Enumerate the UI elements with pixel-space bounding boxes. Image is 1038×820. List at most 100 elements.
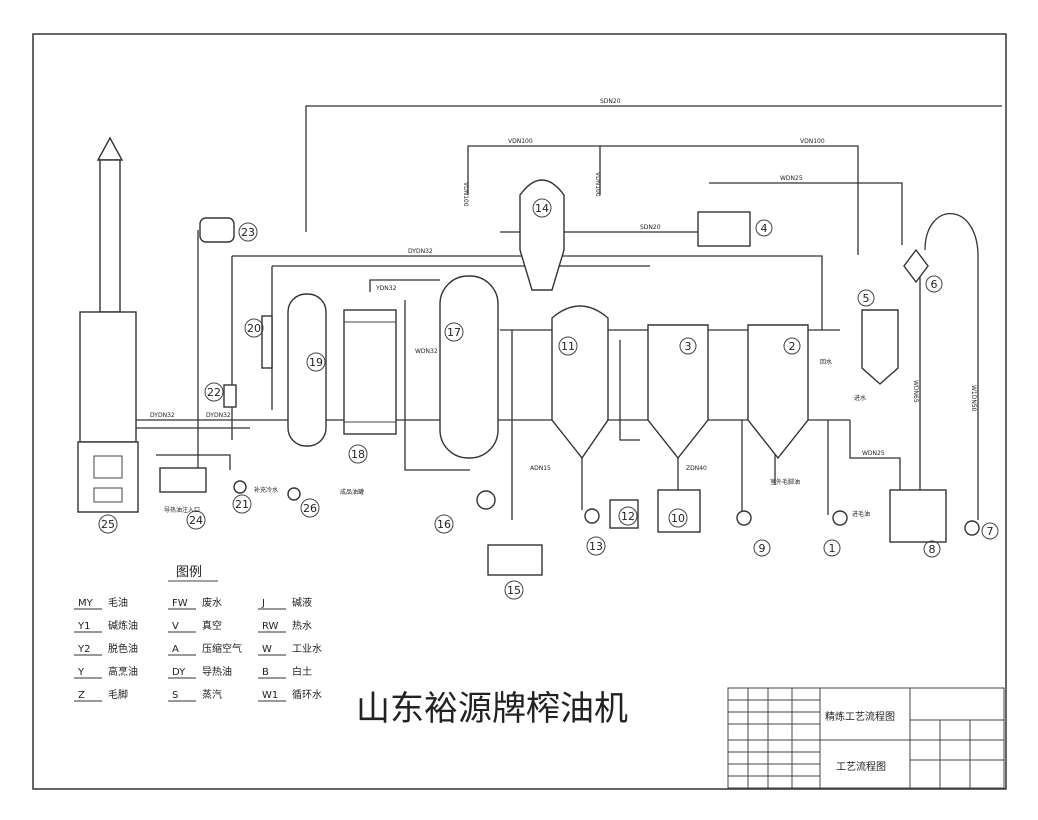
note-oil-fill: 导热油注入口 <box>164 506 200 514</box>
svg-text:22: 22 <box>207 386 221 399</box>
svg-text:15: 15 <box>507 584 521 597</box>
note-return-water: 回水 <box>820 358 832 366</box>
pipe-label-sdn20: SDN20 <box>600 98 621 105</box>
legend-code: A <box>172 644 179 655</box>
tag-22: 22 <box>204 382 224 402</box>
svg-text:14: 14 <box>535 202 549 215</box>
pipe-label-w1dn50: W1DN50 <box>970 385 977 412</box>
tank-15 <box>487 544 543 576</box>
tank-10 <box>657 489 701 533</box>
title-block: 精炼工艺流程图 工艺流程图 <box>727 687 1005 789</box>
legend-code: FW <box>172 598 188 609</box>
legend-name: 真空 <box>202 619 222 632</box>
svg-text:24: 24 <box>189 514 203 527</box>
tag-23: 23 <box>238 222 258 242</box>
legend-code: MY <box>78 598 94 609</box>
expansion-tank <box>199 217 235 243</box>
pump-7 <box>964 520 980 536</box>
svg-text:5: 5 <box>863 292 870 305</box>
legend-entry-w1: W1 循环水 <box>258 688 322 702</box>
legend-code: V <box>172 621 179 632</box>
legend-name: 循环水 <box>292 688 322 701</box>
svg-text:12: 12 <box>621 510 635 523</box>
tag-14: 14 <box>532 198 552 218</box>
small-heater <box>261 315 273 369</box>
tag-13: 13 <box>586 536 606 556</box>
pipe-label-vdn100-a: VDN100 <box>508 138 533 145</box>
tag-1: 1 <box>823 539 841 557</box>
legend-entry-fw: FW 废水 <box>168 596 222 610</box>
equipment <box>77 136 980 576</box>
svg-text:20: 20 <box>247 322 261 335</box>
legend-code: Y2 <box>77 644 90 655</box>
pipe-label-sdn20-b: SDN20 <box>640 224 661 231</box>
compressor-16 <box>476 490 496 510</box>
tag-4: 4 <box>755 219 773 237</box>
vessel-19 <box>287 293 327 447</box>
pipe-label-dydn32-b: DYDN32 <box>206 412 231 419</box>
tag-7: 7 <box>981 522 999 540</box>
furnace-base <box>77 441 139 513</box>
tag-3: 3 <box>679 337 697 355</box>
legend-name: 白土 <box>292 665 312 678</box>
svg-text:8: 8 <box>929 543 936 556</box>
svg-text:7: 7 <box>987 525 994 538</box>
furnace-body <box>79 311 137 443</box>
tag-8: 8 <box>923 540 941 558</box>
svg-text:9: 9 <box>759 542 766 555</box>
tag-11: 11 <box>558 336 578 356</box>
pump-26 <box>287 487 301 501</box>
svg-text:23: 23 <box>241 226 255 239</box>
tag-2: 2 <box>783 337 801 355</box>
tank-24 <box>159 467 207 493</box>
tag-26: 26 <box>300 498 320 518</box>
tag-21: 21 <box>232 494 252 514</box>
main-caption: 山东裕源牌榨油机 <box>356 689 628 729</box>
pipe-label-vdn100-b: VDN100 <box>800 138 825 145</box>
pipe-label-vdn100-d: VDN100 <box>594 172 601 197</box>
vessel-3 <box>647 324 709 460</box>
svg-text:11: 11 <box>561 340 575 353</box>
legend-code: S <box>172 690 178 701</box>
legend-name: 碱液 <box>292 596 312 609</box>
pipe-label-zdn40: ZDN40 <box>686 465 707 472</box>
vessel-14 <box>519 179 565 291</box>
note-product-tank: 成品油罐 <box>340 488 364 496</box>
legend-name: 导热油 <box>202 665 232 678</box>
tag-17: 17 <box>444 322 464 342</box>
vessel-5 <box>861 309 899 385</box>
tag-10: 10 <box>668 508 688 528</box>
drawing-name: 精炼工艺流程图 <box>825 710 895 723</box>
vessel-11 <box>551 305 609 460</box>
tag-6: 6 <box>925 275 943 293</box>
legend-code: W1 <box>262 690 278 701</box>
svg-text:16: 16 <box>437 518 451 531</box>
equipment-number-tags: 1 2 3 4 5 6 7 8 9 10 11 12 13 14 15 16 1… <box>98 198 999 600</box>
condenser-4 <box>697 211 751 247</box>
pump-9 <box>736 510 752 526</box>
legend-code: W <box>262 644 272 655</box>
svg-text:21: 21 <box>235 498 249 511</box>
svg-text:17: 17 <box>447 326 461 339</box>
tag-5: 5 <box>857 289 875 307</box>
note-outdoor: 室外毛脚油 <box>770 478 800 486</box>
chimney <box>99 159 121 313</box>
legend-name: 废水 <box>202 596 222 609</box>
process-notes: 室外毛脚油 进毛油 导热油注入口 补充冷水 成品油罐 回水 进水 <box>164 358 870 518</box>
note-inlet: 进毛油 <box>852 510 870 518</box>
tag-24: 24 <box>186 510 206 530</box>
pump-13 <box>584 508 600 524</box>
tag-15: 15 <box>504 580 524 600</box>
tag-16: 16 <box>434 514 454 534</box>
